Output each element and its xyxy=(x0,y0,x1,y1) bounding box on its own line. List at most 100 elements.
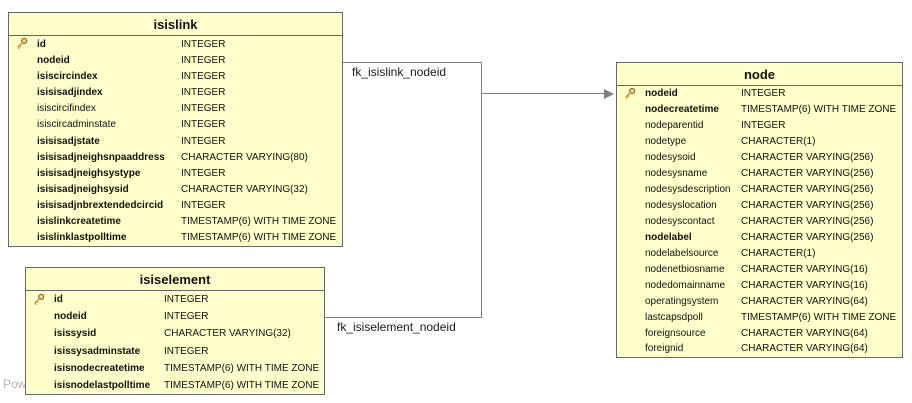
table-row: isislinklastpolltime TIMESTAMP(6) WITH T… xyxy=(9,230,342,246)
column-type: INTEGER xyxy=(181,103,226,115)
primary-key-icon xyxy=(32,293,46,307)
column-type: TIMESTAMP(6) WITH TIME ZONE xyxy=(164,362,320,374)
table-row: isiscircadminstate INTEGER xyxy=(9,117,342,133)
column-type: INTEGER xyxy=(164,294,209,306)
column-name: nodesysoid xyxy=(645,152,696,164)
table-row: nodetype CHARACTER(1) xyxy=(617,134,902,150)
column-type: CHARACTER VARYING(80) xyxy=(181,151,308,163)
column-type: CHARACTER VARYING(32) xyxy=(164,328,291,340)
table-row: isislinkcreatetime TIMESTAMP(6) WITH TIM… xyxy=(9,214,342,230)
column-name: nodelabelsource xyxy=(645,247,719,259)
table-row: operatingsystem CHARACTER VARYING(64) xyxy=(617,293,902,309)
table-title: isislink xyxy=(9,13,342,36)
column-type: INTEGER xyxy=(181,167,226,179)
column-type: INTEGER xyxy=(164,345,209,357)
table-row: foreignsource CHARACTER VARYING(64) xyxy=(617,325,902,341)
table-title: node xyxy=(617,63,902,86)
column-type: CHARACTER(1) xyxy=(741,136,816,148)
column-name: isisisadjnbrextendedcircid xyxy=(37,200,164,212)
column-name: isiscircadminstate xyxy=(37,119,116,131)
column-type: INTEGER xyxy=(181,87,226,99)
table-row: nodeparentid INTEGER xyxy=(617,118,902,134)
table-row: nodelabel CHARACTER VARYING(256) xyxy=(617,229,902,245)
table-row: lastcapsdpoll TIMESTAMP(6) WITH TIME ZON… xyxy=(617,309,902,325)
table-row: isisisadjnbrextendedcircid INTEGER xyxy=(9,198,342,214)
column-type: TIMESTAMP(6) WITH TIME ZONE xyxy=(741,311,897,323)
column-type: TIMESTAMP(6) WITH TIME ZONE xyxy=(741,104,897,116)
table-row: isisisadjneighsystype INTEGER xyxy=(9,165,342,181)
column-name: nodesyscontact xyxy=(645,215,715,227)
column-name: nodenetbiosname xyxy=(645,263,725,275)
column-name: nodetype xyxy=(645,136,687,148)
column-type: CHARACTER VARYING(256) xyxy=(741,152,874,164)
column-name: isislinkcreatetime xyxy=(37,216,121,228)
table-row: isisisadjneighsnpaaddress CHARACTER VARY… xyxy=(9,149,342,165)
column-type: INTEGER xyxy=(181,70,226,82)
table-row: nodesyscontact CHARACTER VARYING(256) xyxy=(617,214,902,230)
column-name: isisnodecreatetime xyxy=(54,362,145,374)
table-row: nodesysname CHARACTER VARYING(256) xyxy=(617,166,902,182)
column-name: isiscircindex xyxy=(37,70,98,82)
column-name: isisisadjstate xyxy=(37,135,100,147)
column-name: isisisadjindex xyxy=(37,87,103,99)
column-name: foreignid xyxy=(645,343,684,355)
table-row: nodelabelsource CHARACTER(1) xyxy=(617,245,902,261)
column-name: isisisadjneighsysid xyxy=(37,183,129,195)
fk-arrowhead-icon xyxy=(604,88,614,99)
column-type: CHARACTER VARYING(64) xyxy=(741,295,868,307)
column-type: INTEGER xyxy=(164,311,209,323)
column-name: nodedomainname xyxy=(645,279,726,291)
column-name: operatingsystem xyxy=(645,295,719,307)
table-row: foreignid CHARACTER VARYING(64) xyxy=(617,341,902,357)
column-type: CHARACTER VARYING(256) xyxy=(741,215,874,227)
fk-isiselement-connector-line xyxy=(325,317,482,318)
table-row: nodesyslocation CHARACTER VARYING(256) xyxy=(617,198,902,214)
watermark-text: Pow xyxy=(3,377,27,391)
table-row: nodecreatetime TIMESTAMP(6) WITH TIME ZO… xyxy=(617,102,902,118)
fk-isislink-nodeid-label: fk_isislink_nodeid xyxy=(352,65,447,79)
column-name: id xyxy=(37,38,46,50)
column-name: isisnodelastpolltime xyxy=(54,379,151,391)
column-type: CHARACTER VARYING(16) xyxy=(741,263,868,275)
column-type: INTEGER xyxy=(181,200,226,212)
column-type: TIMESTAMP(6) WITH TIME ZONE xyxy=(181,216,337,228)
column-type: INTEGER xyxy=(181,54,226,66)
column-name: nodesysname xyxy=(645,168,708,180)
column-type: CHARACTER VARYING(256) xyxy=(741,231,874,243)
column-name: isissysadminstate xyxy=(54,345,141,357)
column-type: TIMESTAMP(6) WITH TIME ZONE xyxy=(164,379,320,391)
column-name: lastcapsdpoll xyxy=(645,311,703,323)
table-row: nodeid INTEGER xyxy=(26,308,324,325)
fk-isislink-connector-line xyxy=(343,62,481,63)
entity-table-node: node nodeid INTEGER nodecreatetime TIMES… xyxy=(616,62,903,358)
column-type: CHARACTER VARYING(64) xyxy=(741,327,868,339)
column-type: CHARACTER VARYING(256) xyxy=(741,184,874,196)
column-type: INTEGER xyxy=(181,135,226,147)
column-name: foreignsource xyxy=(645,327,706,339)
table-row: nodeid INTEGER xyxy=(617,86,902,102)
column-type: CHARACTER VARYING(16) xyxy=(741,279,868,291)
table-row: isissysid CHARACTER VARYING(32) xyxy=(26,325,324,342)
table-title: isiselement xyxy=(26,268,324,291)
table-body: id INTEGER nodeid INTEGER isiscircindex … xyxy=(9,36,342,246)
column-name: isissysid xyxy=(54,328,97,340)
table-row: isisnodelastpolltime TIMESTAMP(6) WITH T… xyxy=(26,377,324,394)
table-row: isisisadjneighsysid CHARACTER VARYING(32… xyxy=(9,181,342,197)
column-name: isisisadjneighsnpaaddress xyxy=(37,151,165,163)
column-type: CHARACTER VARYING(256) xyxy=(741,168,874,180)
fk-isiselement-nodeid-label: fk_isiselement_nodeid xyxy=(337,320,456,334)
column-name: id xyxy=(54,294,63,306)
column-type: CHARACTER VARYING(64) xyxy=(741,343,868,355)
table-row: nodesysoid CHARACTER VARYING(256) xyxy=(617,150,902,166)
table-row: isisnodecreatetime TIMESTAMP(6) WITH TIM… xyxy=(26,360,324,377)
table-row: id INTEGER xyxy=(26,291,324,308)
entity-table-isislink: isislink id INTEGER nodeid INTEGER isisc… xyxy=(8,12,343,247)
column-name: nodecreatetime xyxy=(645,104,719,116)
column-type: CHARACTER VARYING(32) xyxy=(181,183,308,195)
table-row: nodeid INTEGER xyxy=(9,52,342,68)
column-name: nodeid xyxy=(37,54,70,66)
table-row: nodesysdescription CHARACTER VARYING(256… xyxy=(617,182,902,198)
entity-table-isiselement: isiselement id INTEGER nodeid INTEGER is… xyxy=(25,267,325,395)
table-row: nodedomainname CHARACTER VARYING(16) xyxy=(617,277,902,293)
